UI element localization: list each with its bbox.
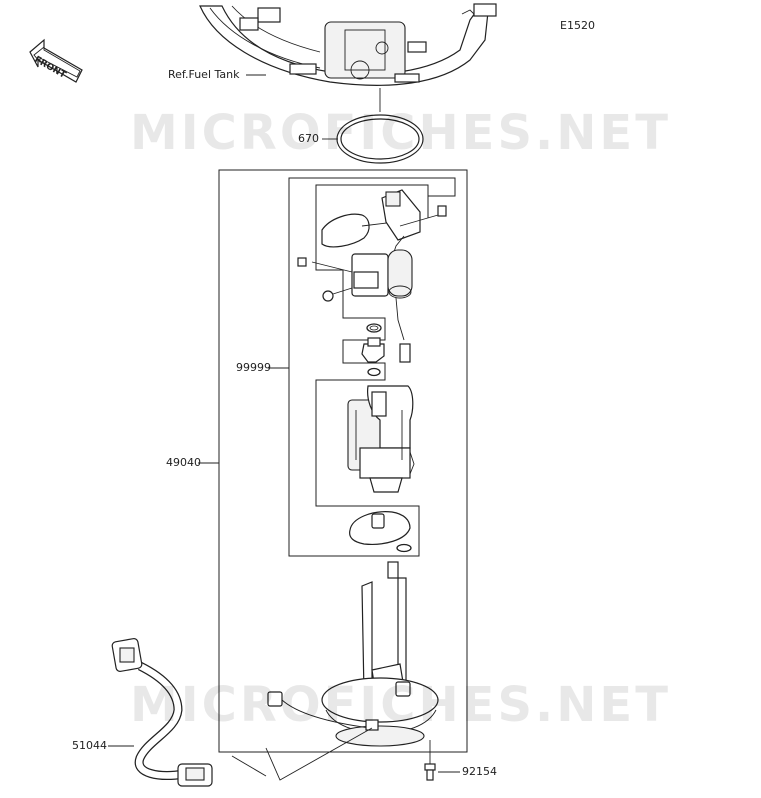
ref-fuel-tank-label: Ref.Fuel Tank: [168, 68, 240, 81]
assembly-frame-99999: [288, 177, 456, 557]
fuel-tank-drawing: [199, 3, 497, 112]
part-label-99999: 99999: [236, 361, 271, 374]
wire-harness-drawing: [111, 638, 213, 787]
fuel-pump-body-drawing: [347, 385, 415, 493]
bolt-drawing: [424, 763, 436, 781]
fuel-filter-drawing: [349, 511, 412, 553]
watermark-bottom: MICROFICHES.NET: [130, 677, 671, 733]
pump-rod-bracket-drawing: [361, 561, 407, 697]
fuel-sender-drawing: [321, 189, 447, 259]
part-label-49040: 49040: [166, 456, 201, 469]
part-label-51044: 51044: [72, 739, 107, 752]
assembly-frame-49040: [218, 169, 468, 753]
seal-and-connector-drawing: [361, 323, 411, 377]
harness-bracket-leader: [265, 727, 373, 781]
front-arrow-icon: [29, 38, 83, 83]
part-label-92154: 92154: [462, 765, 497, 778]
flange-plate-drawing: [267, 677, 439, 747]
watermark-top: MICROFICHES.NET: [130, 105, 671, 161]
pump-bracket-drawing: [297, 249, 413, 341]
diagram-code-label: E1520: [560, 19, 595, 32]
part-label-670: 670: [298, 132, 319, 145]
